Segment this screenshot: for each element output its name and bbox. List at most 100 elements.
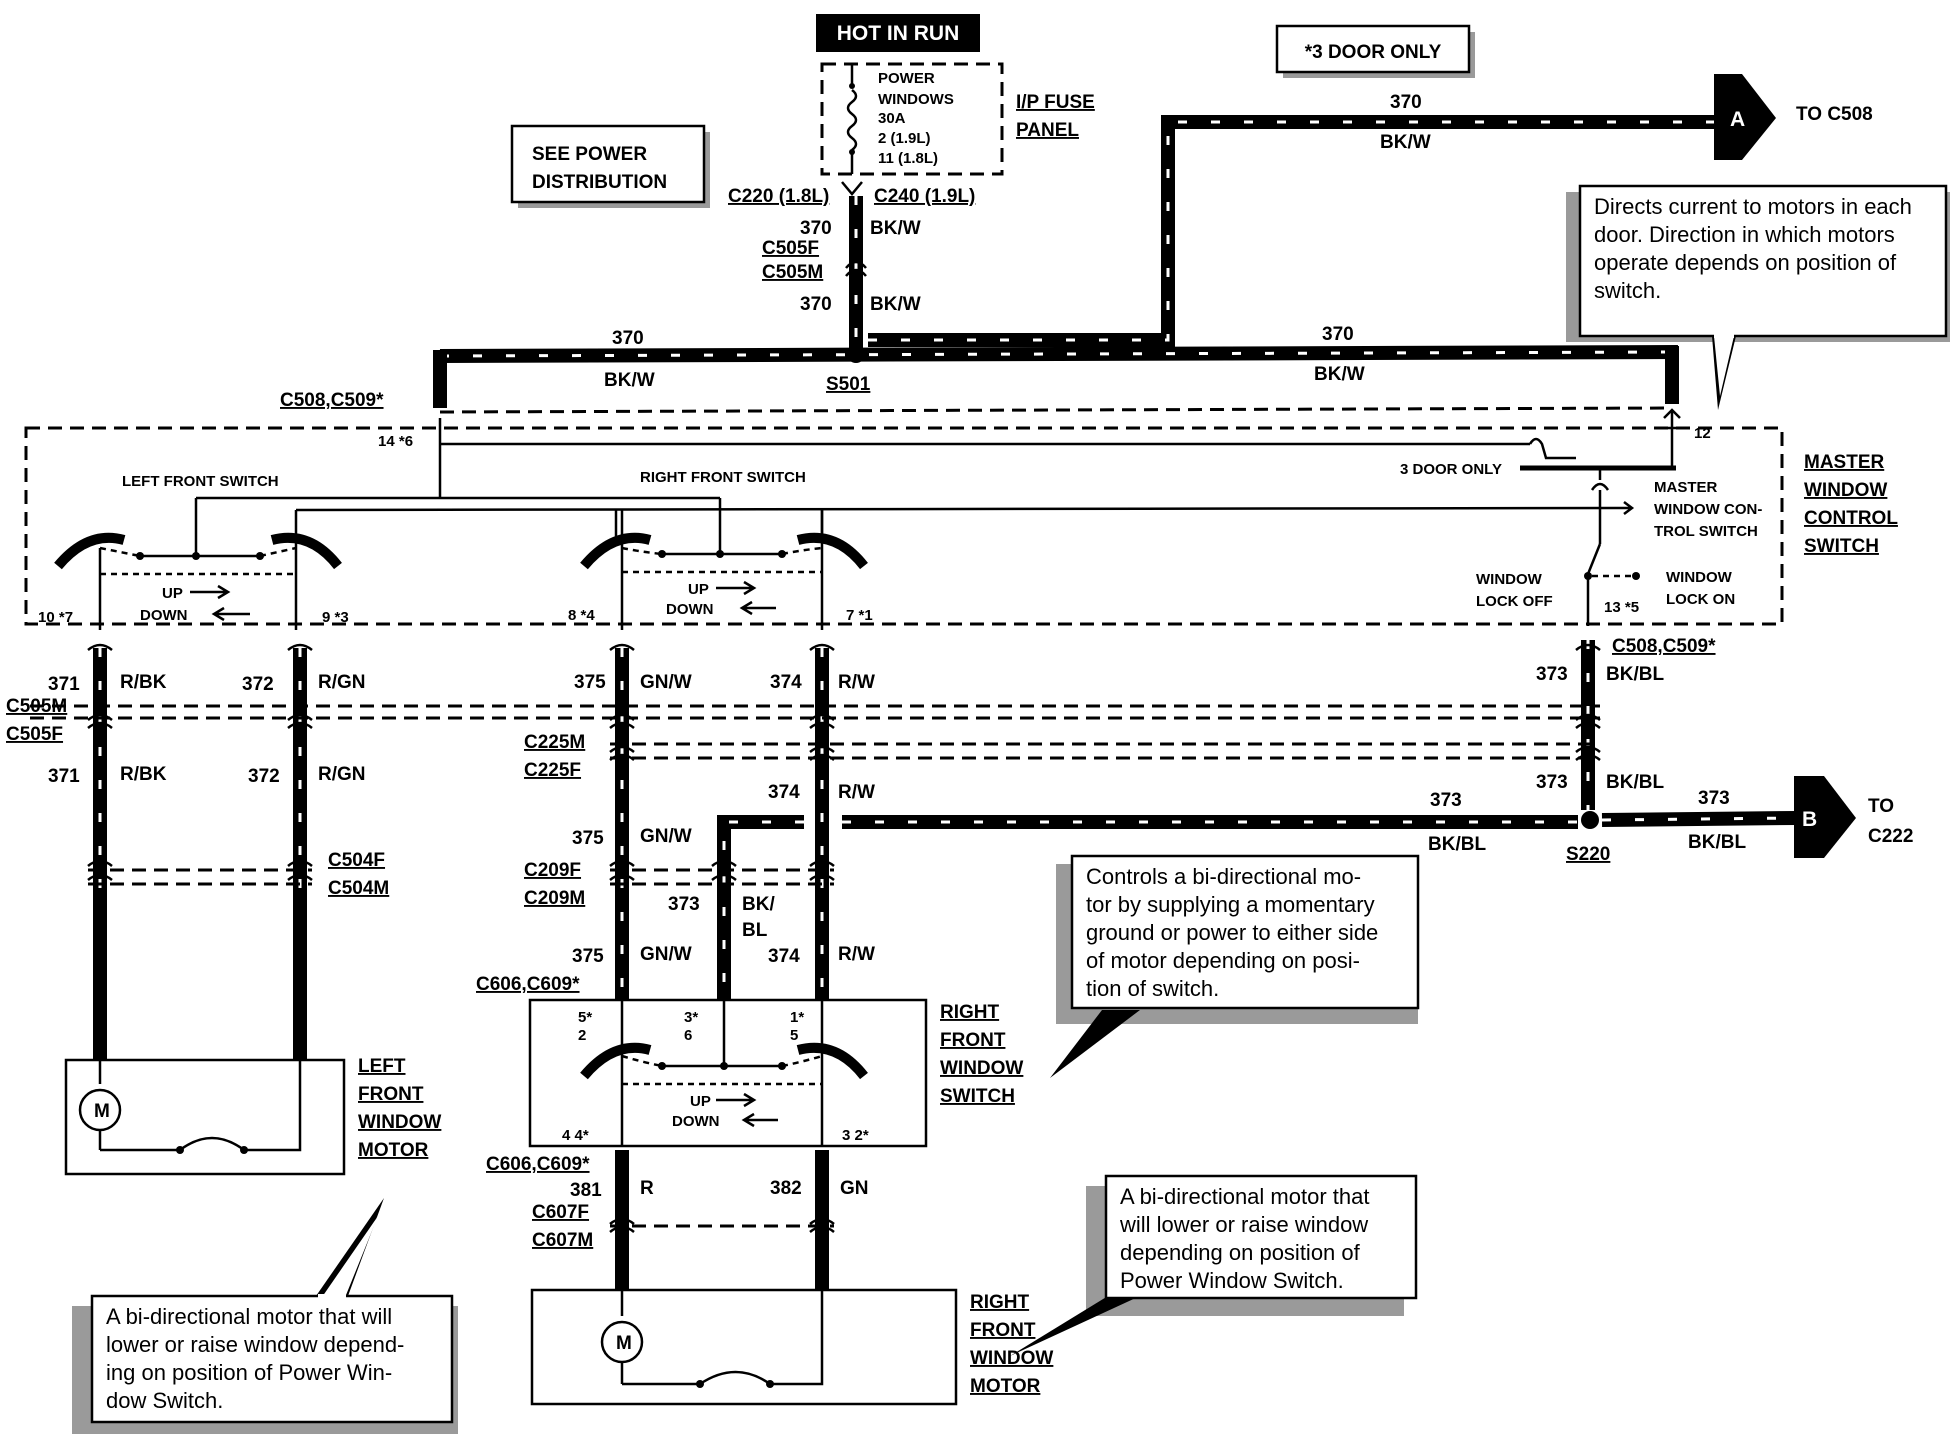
hot-in-run-box bbox=[816, 14, 980, 52]
wire-bkw-upper-label: BK/W bbox=[870, 218, 921, 239]
wire-rw-lower: R/W bbox=[838, 944, 875, 965]
fuse-panel-label-0: I/P FUSE bbox=[1016, 92, 1095, 113]
wire-rbk-upper: R/BK bbox=[120, 672, 167, 693]
wire-370-lower-label: 370 bbox=[800, 294, 832, 315]
wire-373-lower: 373 bbox=[668, 894, 700, 915]
wire-rgn-upper: R/GN bbox=[318, 672, 366, 693]
wire-382-label: 382 bbox=[770, 1178, 802, 1199]
right-switch-title-1: FRONT bbox=[940, 1030, 1006, 1051]
left-motor-title-1: FRONT bbox=[358, 1084, 424, 1105]
c225m-label: C225M bbox=[524, 732, 585, 753]
pin-7-1: 7 *1 bbox=[846, 607, 873, 624]
rs-pin-1b: 6 bbox=[684, 1027, 692, 1044]
c508-c509-bottom-label: C508,C509* bbox=[1612, 636, 1716, 657]
rs-pin-2b: 5 bbox=[790, 1027, 798, 1044]
right-motor-note-0: A bi-directional motor that bbox=[1120, 1184, 1369, 1209]
master-note-box bbox=[1578, 184, 1948, 338]
rs-contact-right bbox=[796, 1042, 868, 1080]
wire-rw-mid: R/W bbox=[838, 782, 875, 803]
three-door-only-label: *3 DOOR ONLY bbox=[1305, 42, 1442, 63]
hot-in-run-label: HOT IN RUN bbox=[837, 22, 960, 45]
right-front-switch-label: RIGHT FRONT SWITCH bbox=[640, 469, 806, 486]
master-label-0: MASTER bbox=[1654, 479, 1718, 496]
three-door-only-inner-label: 3 DOOR ONLY bbox=[1400, 461, 1502, 478]
master-note-3: switch. bbox=[1594, 278, 1661, 303]
right-motor-title-0: RIGHT bbox=[970, 1292, 1030, 1313]
right-switch-note-box bbox=[1070, 854, 1420, 1010]
wire-rbk-lower: R/BK bbox=[120, 764, 167, 785]
master-note-2: operate depends on position of bbox=[1594, 250, 1897, 275]
fuse-box bbox=[820, 62, 1004, 176]
left-motor-title-0: LEFT bbox=[358, 1056, 406, 1077]
wire-bkw-lower-label: BK/W bbox=[870, 294, 921, 315]
right-motor-note-box bbox=[1104, 1174, 1418, 1300]
wire-372-upper: 372 bbox=[242, 674, 274, 695]
right-motor-title-2: WINDOW bbox=[970, 1348, 1053, 1369]
wire-373-horiz: 373 bbox=[1430, 790, 1462, 811]
rs-contact-left bbox=[580, 1042, 652, 1080]
see-power-label-1: DISTRIBUTION bbox=[532, 172, 667, 193]
right-switch-box bbox=[528, 998, 928, 1148]
fuse-icon bbox=[846, 89, 858, 151]
pin-10-7: 10 *7 bbox=[38, 609, 73, 626]
rs-pin-bottom-right: 3 2* bbox=[842, 1127, 869, 1144]
c220-label: C220 (1.8L) bbox=[728, 186, 829, 207]
lock-off-label-1: LOCK OFF bbox=[1476, 593, 1553, 610]
fuse-panel-label-1: PANEL bbox=[1016, 120, 1079, 141]
wire-370-upper-label: 370 bbox=[800, 218, 832, 239]
arrow-b bbox=[1794, 776, 1856, 858]
c606-c609-top-label: C606,C609* bbox=[476, 974, 580, 995]
pin-14-6: 14 *6 bbox=[378, 433, 413, 450]
wire-373-mid: 373 bbox=[1536, 772, 1568, 793]
wire-bkbl-right: BK/BL bbox=[1688, 832, 1746, 853]
right-motor-note-1: will lower or raise window bbox=[1119, 1212, 1368, 1237]
right-switch-contact-left bbox=[580, 532, 652, 570]
wire-374-mid: 374 bbox=[768, 782, 800, 803]
lock-on-label-0: WINDOW bbox=[1666, 569, 1733, 586]
lock-on-label-1: LOCK ON bbox=[1666, 591, 1735, 608]
master-label-1: WINDOW CON- bbox=[1654, 501, 1762, 518]
wire-373-upper: 373 bbox=[1536, 664, 1568, 685]
master-note-0: Directs current to motors in each bbox=[1594, 194, 1912, 219]
lock-off-label-0: WINDOW bbox=[1476, 571, 1543, 588]
arrow-a-letter: A bbox=[1730, 108, 1745, 131]
wire-372-lower: 372 bbox=[248, 766, 280, 787]
left-up-label: UP bbox=[162, 585, 183, 602]
to-c222-label-0: TO bbox=[1868, 796, 1894, 817]
connector-row-c505 bbox=[87, 643, 1601, 729]
right-switch-note-3: of motor depending on posi- bbox=[1086, 948, 1360, 973]
rs-pin-2a: 1* bbox=[790, 1009, 804, 1026]
s220-label: S220 bbox=[1566, 844, 1610, 865]
see-power-box bbox=[510, 124, 706, 204]
wire-bkbl-horiz: BK/BL bbox=[1428, 834, 1486, 855]
wire-bkbl-split-1: BL bbox=[742, 920, 768, 941]
wire-r-label: R bbox=[640, 1178, 654, 1199]
fuse-label-3: 2 (1.9L) bbox=[878, 130, 931, 147]
wire-bkw-left-label: BK/W bbox=[604, 370, 655, 391]
right-motor-title-1: FRONT bbox=[970, 1320, 1036, 1341]
wire-rgn-lower: R/GN bbox=[318, 764, 366, 785]
c240-label: C240 (1.9L) bbox=[874, 186, 975, 207]
right-switch-note-0: Controls a bi-directional mo- bbox=[1086, 864, 1361, 889]
right-motor-m: M bbox=[616, 1333, 632, 1354]
c209m-label: C209M bbox=[524, 888, 585, 909]
arrow-b-letter: B bbox=[1802, 808, 1817, 831]
left-motor-title-2: WINDOW bbox=[358, 1112, 441, 1133]
arrow-a bbox=[1714, 74, 1776, 160]
to-c508-label: TO C508 bbox=[1796, 104, 1873, 125]
right-down-label: DOWN bbox=[666, 601, 714, 618]
left-motor-m: M bbox=[94, 1101, 110, 1122]
wire-gnw-mid: GN/W bbox=[640, 826, 692, 847]
right-motor-note-2: depending on position of bbox=[1120, 1240, 1361, 1265]
c607m-label: C607M bbox=[532, 1230, 593, 1251]
pin-8-4: 8 *4 bbox=[568, 607, 595, 624]
c505m-label: C505M bbox=[762, 262, 823, 283]
wire-bkbl-split-0: BK/ bbox=[742, 894, 775, 915]
fuse-label-0: POWER bbox=[878, 70, 935, 87]
right-switch-contact-right bbox=[796, 532, 868, 570]
wire-bkbl-mid: BK/BL bbox=[1606, 772, 1664, 793]
left-motor-note-box bbox=[90, 1294, 454, 1424]
fuse-label-1: WINDOWS bbox=[878, 91, 954, 108]
three-door-only-box bbox=[1275, 24, 1471, 74]
